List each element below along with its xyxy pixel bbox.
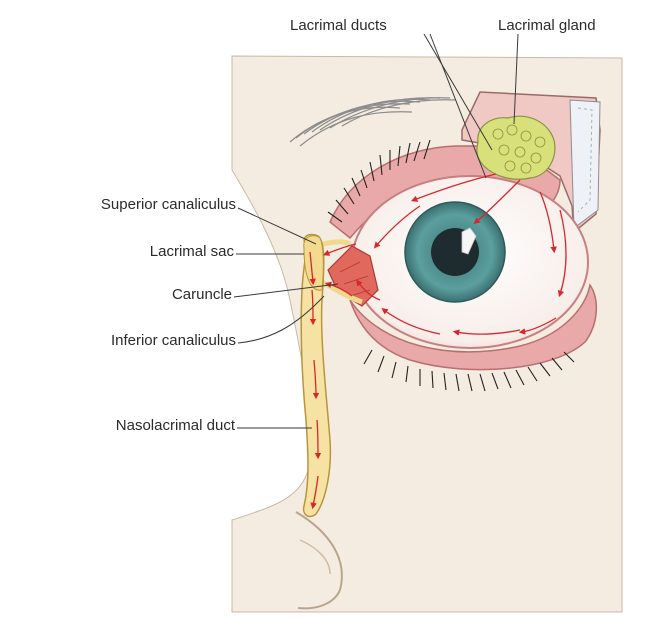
label-nasolacrimal-duct: Nasolacrimal duct xyxy=(116,417,236,434)
label-lacrimal-ducts: Lacrimal ducts xyxy=(290,17,387,34)
label-caruncle: Caruncle xyxy=(172,286,232,303)
label-lacrimal-sac: Lacrimal sac xyxy=(150,243,235,260)
label-lacrimal-gland: Lacrimal gland xyxy=(498,17,596,34)
lacrimal-gland xyxy=(477,116,555,179)
label-inferior-canaliculus: Inferior canaliculus xyxy=(111,332,236,349)
label-superior-canaliculus: Superior canaliculus xyxy=(101,196,236,213)
